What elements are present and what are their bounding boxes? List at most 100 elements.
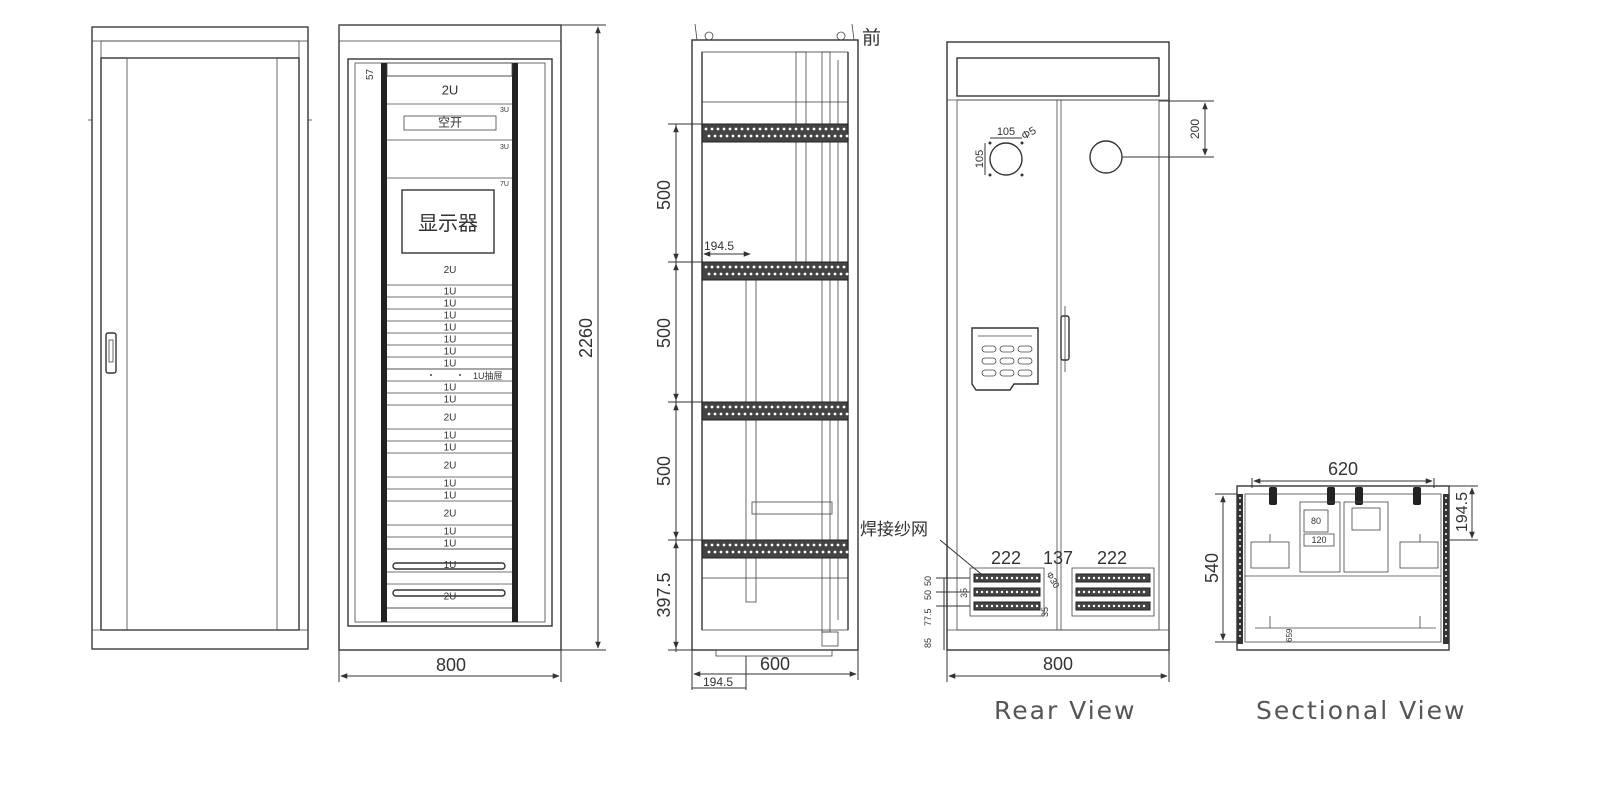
rear-mesh-strip [973,587,1041,597]
vent-slot [999,345,1015,353]
unit-label: 2U [444,592,457,603]
sect-dots [1239,497,1447,637]
vdim-50b: 50 [923,576,933,586]
rail-hole [1445,629,1447,631]
rail-hole [1445,569,1447,571]
pitch-label-2: 500 [654,318,674,348]
box-label-120: 120 [1311,535,1326,545]
unit-label: 1U [444,431,457,442]
mesh-panel-right [1071,567,1155,617]
blank-panel-2 [392,589,506,597]
rear-mesh [973,573,1151,611]
mesh-bar [701,261,849,281]
rail-hole [1239,623,1241,625]
rail-hole [1239,515,1241,517]
rail-hole [1445,581,1447,583]
sectional-view: 80 120 659 620 540 194.5 [1202,459,1478,651]
rail-hole [1445,515,1447,517]
height-2260-label: 2260 [576,318,596,358]
mesh-bars [701,123,849,559]
rail-hole [1445,509,1447,511]
width-800-label: 800 [436,655,466,675]
unit-label: 1U [444,359,457,370]
side-label-1: 3U [500,107,509,114]
rail-hole [1445,503,1447,505]
rail-hole [1239,551,1241,553]
rail-hole [1239,575,1241,577]
rail-hole [1445,533,1447,535]
rail-hole [1445,521,1447,523]
unit-label: 1U [444,491,457,502]
small-dim-3: 35 [1040,607,1050,617]
rail-hole [1239,521,1241,523]
mesh-dim-2: 137 [1043,548,1073,568]
rear-offset-200-label: 200 [1188,119,1202,139]
unit-label: 2U [444,461,457,472]
rail-offset-label: 194.5 [704,239,734,253]
hole-h-label: 105 [974,150,986,168]
cable-hole-right [1089,140,1123,174]
unit-label: 2U [442,83,459,98]
rail-hole [1445,635,1447,637]
monitor-label: 显示器 [418,213,478,235]
front-door-view [88,26,312,650]
side-unit-labels: 3U 3U 7U [500,107,509,188]
rail-hole [1445,575,1447,577]
rail-hole [1445,599,1447,601]
unit-label: 1U [444,383,457,394]
rear-mesh-strip [1075,573,1151,583]
sect-depth-540-label: 540 [1202,553,1222,583]
pitch-label-3: 500 [654,456,674,486]
small-dim-2: Φ30 [1044,570,1061,590]
sectional-view-caption: Sectional View [1256,696,1467,725]
unit-label: 1U [444,311,457,322]
rail-hole [1239,503,1241,505]
rear-view-caption: Rear View [994,696,1137,725]
front-equipment-view: 57 2U空开2U1U1U1U1U1U1U1U1U1U2U1U1U2U1U1U2… [338,24,606,682]
vent-slot [981,357,997,365]
mesh-bar [701,123,849,143]
hole-w-label: 105 [997,126,1015,138]
vent-slot [981,369,997,377]
rail-hole [1239,587,1241,589]
vent-slots [981,345,1033,377]
blank-panel-1 [392,562,506,570]
rail-hole [1239,533,1241,535]
unit-label: 1U [444,335,457,346]
rail-hole [1239,593,1241,595]
unit-label: 1U [444,395,457,406]
unit-label: 空开 [438,115,462,129]
rail-hole [1445,563,1447,565]
rail-hole [1239,545,1241,547]
rail-hole [1239,635,1241,637]
vent-slot [1017,369,1033,377]
vdim-77-5: 77.5 [923,608,933,626]
sect-width-620-label: 620 [1328,459,1358,479]
rail-hole [1445,545,1447,547]
vent-slot [1017,345,1033,353]
unit-label: 2U [444,509,457,520]
cable-hole-left [989,142,1023,176]
mesh-bar [701,401,849,421]
unit-label: 1U [444,539,457,550]
mesh-dim-1: 222 [991,548,1021,568]
rail-hole [1239,539,1241,541]
top-fans [1269,487,1421,505]
unit-label: 1U [444,299,457,310]
rail-hole [1445,587,1447,589]
rear-view: 105 Φ5 105 200 焊接纱网 222 137 222 35 Φ30 3… [860,41,1214,682]
unit-label: 1U [444,323,457,334]
sect-offset-label: 194.5 [1454,492,1471,532]
rail-hole [1445,527,1447,529]
sect-small-label: 659 [1285,628,1294,642]
door-handle-icon [105,332,117,374]
tray-label: 1U抽屉 [473,370,503,381]
vdim-50a: 50 [923,590,933,600]
side-label-3: 7U [500,181,509,188]
rail-hole [1445,593,1447,595]
depth-600-label: 600 [760,654,790,674]
unit-label: 2U [444,265,457,276]
rear-mesh-strip [973,601,1041,611]
rear-width-800-label: 800 [1043,654,1073,674]
